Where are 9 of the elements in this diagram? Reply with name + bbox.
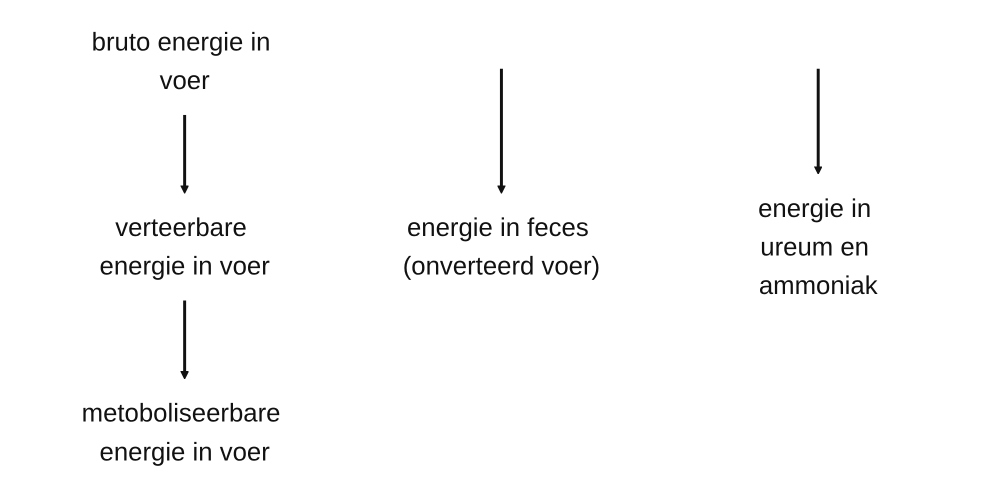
node-text: metoboliseerbare energie in voer [82, 398, 281, 466]
arrow [180, 114, 190, 194]
node-text: energie in feces (onverteerd voer) [402, 212, 600, 281]
arrow [497, 68, 506, 194]
node-text: energie in ureum en ammoniak [758, 193, 878, 300]
node-text: bruto energie in voer [92, 26, 271, 96]
arrow [814, 68, 823, 175]
arrow [180, 300, 190, 380]
node-text: verteerbare energie in voer [100, 212, 270, 281]
